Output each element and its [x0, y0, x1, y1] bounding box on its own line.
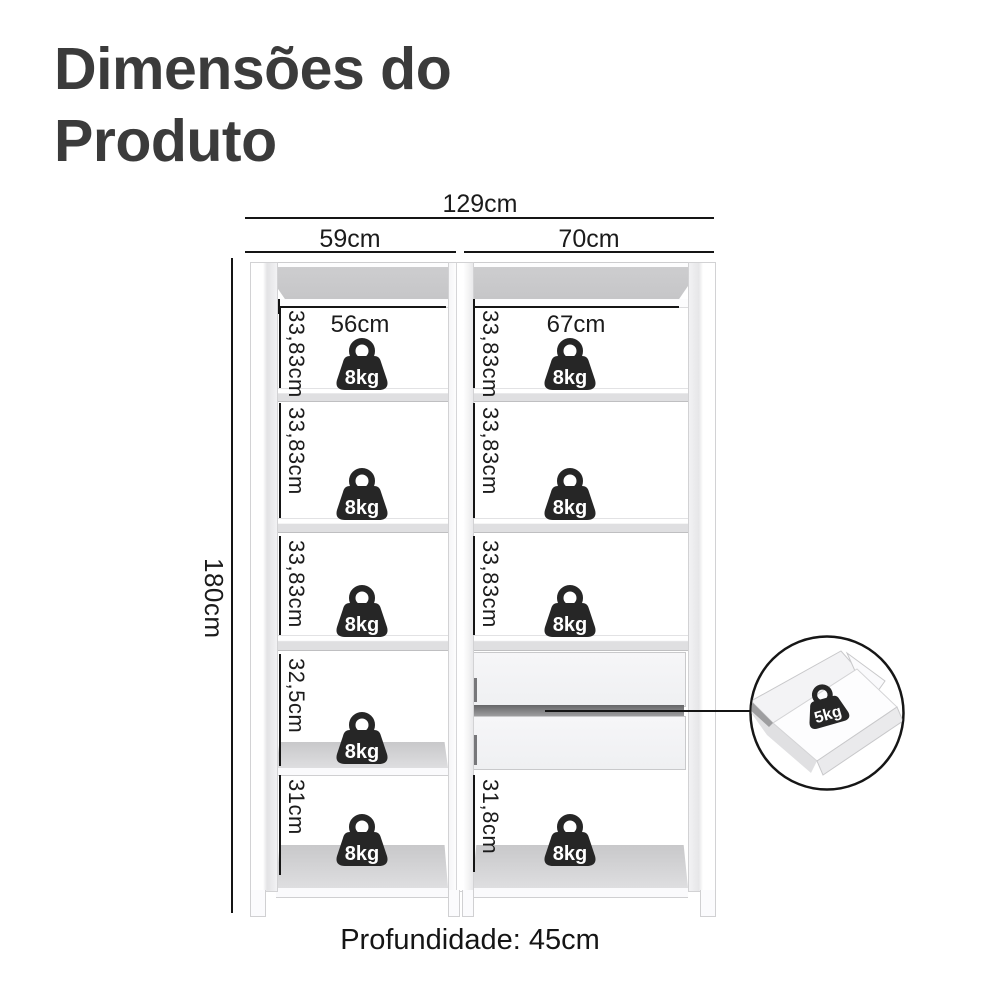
- dim-line-right-module-width: [464, 251, 714, 253]
- shelf-right-row3: [472, 635, 688, 651]
- dim-label-inner-width-left: 56cm: [330, 311, 390, 338]
- shelf-right-row1: [472, 388, 688, 402]
- svg-text:8kg: 8kg: [553, 614, 587, 636]
- svg-text:8kg: 8kg: [345, 497, 379, 519]
- wardrobe-middle-post: [448, 262, 474, 892]
- drawer-side-shadow-top: [473, 678, 477, 702]
- open-drawer-3d: 5kg: [751, 650, 903, 776]
- bottom-shelf-edge-right: [472, 888, 688, 898]
- shelf-left-row3: [276, 635, 448, 651]
- dim-line-left-row3: [279, 536, 281, 635]
- dim-label-left-row3: 33,83cm: [284, 540, 309, 628]
- dim-line-total-height: [231, 258, 233, 913]
- dim-label-left-row4: 32,5cm: [284, 658, 309, 734]
- weight-8kg-icon-left-row3: 8kg: [328, 585, 396, 637]
- drawer-zoom-detail: 5kg: [749, 635, 905, 791]
- dim-label-right-row3: 33,83cm: [478, 540, 503, 628]
- wardrobe-leg-mid-left: [448, 890, 460, 917]
- dim-label-right-row5: 31,8cm: [478, 779, 503, 855]
- drawer-front-bottom: [472, 716, 686, 770]
- zoom-pointer-line: [545, 710, 755, 712]
- wardrobe-leg-mid-right: [462, 890, 474, 917]
- dim-line-inner-width-left: [279, 306, 446, 308]
- shelf-edge-left-row4: [276, 768, 448, 776]
- dim-label-left-row2: 33,83cm: [284, 407, 309, 495]
- svg-text:8kg: 8kg: [345, 614, 379, 636]
- wardrobe-right-post: [688, 262, 716, 892]
- wardrobe-leg-right: [700, 890, 716, 917]
- depth-label: Profundidade: 45cm: [340, 924, 600, 956]
- drawer-side-shadow-bottom: [473, 735, 477, 765]
- dim-label-inner-width-right: 67cm: [546, 311, 606, 338]
- svg-text:8kg: 8kg: [553, 367, 587, 389]
- svg-text:8kg: 8kg: [553, 497, 587, 519]
- dim-label-total-height: 180cm: [199, 558, 229, 639]
- dim-line-total-width: [245, 217, 714, 219]
- weight-8kg-icon-right-row2: 8kg: [536, 468, 604, 520]
- weight-8kg-icon-left-row1: 8kg: [328, 338, 396, 390]
- dim-label-right-row1: 33,83cm: [478, 310, 503, 398]
- dim-label-left-row5: 31cm: [284, 779, 309, 835]
- weight-8kg-icon-left-row2: 8kg: [328, 468, 396, 520]
- weight-8kg-icon-right-row5: 8kg: [536, 814, 604, 866]
- dim-line-right-row1: [473, 306, 475, 388]
- dim-line-left-row1: [279, 306, 281, 388]
- wardrobe-leg-left: [250, 890, 266, 917]
- svg-text:8kg: 8kg: [345, 367, 379, 389]
- weight-8kg-icon-right-row1: 8kg: [536, 338, 604, 390]
- shelf-right-row2: [472, 518, 688, 533]
- dim-label-right-row2: 33,83cm: [478, 407, 503, 495]
- dim-label-total-width: 129cm: [442, 190, 518, 218]
- dim-label-left-module-width: 59cm: [319, 225, 381, 253]
- wardrobe-left-post: [250, 262, 278, 892]
- weight-8kg-icon-left-row4: 8kg: [328, 712, 396, 764]
- svg-text:8kg: 8kg: [345, 741, 379, 763]
- svg-text:8kg: 8kg: [345, 843, 379, 865]
- dim-line-left-row2: [279, 403, 281, 518]
- dim-line-right-row3: [473, 536, 475, 635]
- weight-8kg-icon-left-row5: 8kg: [328, 814, 396, 866]
- wardrobe-top-underside: [263, 267, 701, 299]
- dim-label-right-module-width: 70cm: [558, 225, 620, 253]
- page-title: Dimensões do Produto: [54, 36, 452, 174]
- dim-line-right-row5: [473, 775, 475, 872]
- svg-text:8kg: 8kg: [553, 843, 587, 865]
- dim-line-right-row2: [473, 403, 475, 518]
- bottom-shelf-edge-left: [276, 888, 448, 898]
- dim-line-left-module-width: [245, 251, 456, 253]
- weight-5kg-icon: 5kg: [801, 682, 851, 731]
- dim-line-left-row5: [279, 775, 281, 875]
- dim-label-left-row1: 33,83cm: [284, 310, 309, 398]
- shelf-left-row2: [276, 518, 448, 533]
- dim-line-left-row4: [279, 654, 281, 766]
- drawer-front-top: [472, 652, 686, 707]
- dim-line-inner-width-right: [474, 306, 679, 308]
- svg-text:5kg: 5kg: [813, 703, 844, 727]
- weight-8kg-icon-right-row3: 8kg: [536, 585, 604, 637]
